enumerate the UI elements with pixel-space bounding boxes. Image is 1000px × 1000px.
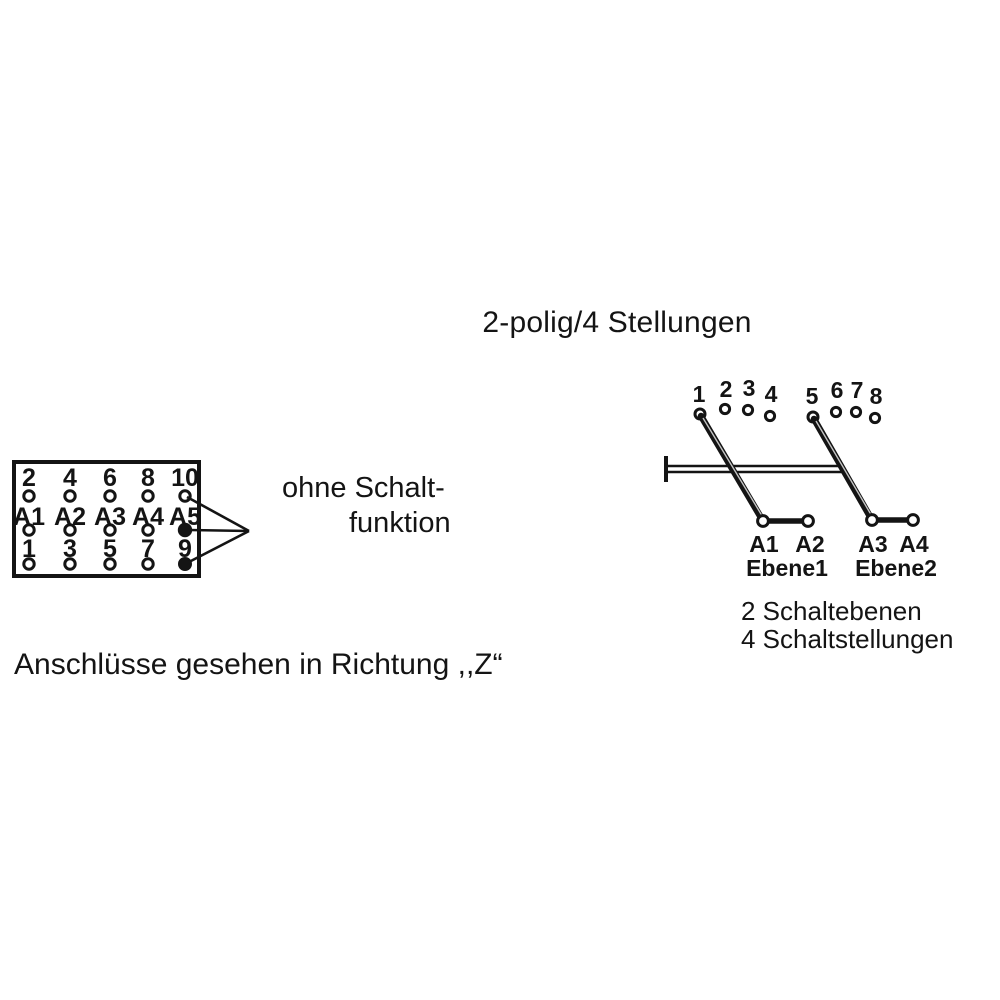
pin-hole-3 [741, 403, 755, 417]
terminal-hole-4 [63, 489, 77, 503]
contact-label-a1: A1 [749, 531, 779, 557]
terminal-hole-3 [63, 557, 77, 571]
terminal-label-2: 2 [22, 464, 36, 492]
terminal-row-middle [22, 522, 193, 538]
no-switch-function-label-line2: funktion [349, 507, 451, 539]
terminal-row-top [22, 489, 192, 503]
terminal-hole-a3 [103, 523, 117, 537]
terminal-hole-9-filled [178, 557, 192, 571]
summary-line-2: 4 Schaltstellungen [741, 624, 954, 654]
blade-arm-level-1 [697, 412, 767, 525]
contact-hole-a2 [801, 514, 815, 528]
contact-hole-a3 [865, 513, 879, 527]
blade-arm-level-1-highlight [702, 417, 765, 520]
terminal-hole-8 [141, 489, 155, 503]
terminal-hole-5 [103, 557, 117, 571]
terminal-label-a5: A5 [169, 503, 201, 531]
blade-arm-level-2 [810, 415, 876, 524]
pin-hole-4 [763, 409, 777, 423]
connector-line-top [186, 495, 250, 533]
contact-hole-a1 [756, 514, 770, 528]
terminal-label-7: 7 [141, 535, 155, 563]
terminal-label-a1: A1 [13, 503, 45, 531]
terminal-box-outline [12, 460, 201, 578]
terminal-hole-7 [141, 557, 155, 571]
terminal-label-8: 8 [141, 464, 155, 492]
page-title: 2-polig/4 Stellungen [482, 306, 752, 339]
terminal-hole-a1 [22, 523, 36, 537]
switch-blade-level-1 [697, 412, 815, 528]
no-switch-function-label-line1: ohne Schalt- [282, 472, 445, 504]
terminal-hole-10 [178, 489, 192, 503]
terminal-label-5: 5 [103, 535, 117, 563]
terminal-label-9: 9 [178, 535, 192, 563]
contact-label-a4: A4 [899, 531, 929, 557]
pin-hole-2 [718, 402, 732, 416]
pin-hole-8 [868, 411, 882, 425]
contact-label-a2: A2 [795, 531, 825, 557]
pin-hole-6 [829, 405, 843, 419]
terminal-label-3: 3 [63, 535, 77, 563]
contact-label-a3: A3 [858, 531, 888, 557]
switch-shaft [664, 456, 843, 482]
level-label-1: Ebene1 [746, 555, 828, 581]
terminal-hole-a4 [141, 523, 155, 537]
terminal-label-6: 6 [103, 464, 117, 492]
pin-label-3: 3 [742, 375, 756, 401]
terminal-label-1: 1 [22, 535, 36, 563]
pin-label-6: 6 [830, 377, 844, 403]
terminal-label-a4: A4 [132, 503, 164, 531]
switch-blade-level-2 [810, 415, 920, 527]
pin-label-2: 2 [719, 376, 733, 402]
pin-holes-group-2 [806, 405, 882, 425]
view-direction-note: Anschlüsse gesehen in Richtung ,,Z“ [14, 648, 503, 681]
contact-hole-a4 [906, 513, 920, 527]
terminal-hole-a2 [63, 523, 77, 537]
terminal-label-4: 4 [63, 464, 77, 492]
summary-line-1: 2 Schaltebenen [741, 596, 922, 626]
terminal-hole-2 [22, 489, 36, 503]
connector-line-middle [188, 528, 250, 533]
terminal-label-a3: A3 [94, 503, 126, 531]
terminal-hole-6 [103, 489, 117, 503]
blade-arm-level-2-highlight [815, 420, 874, 519]
pin-label-1: 1 [692, 381, 706, 407]
level-label-2: Ebene2 [855, 555, 937, 581]
terminal-connector-lines [186, 495, 250, 565]
pin-label-4: 4 [764, 381, 778, 407]
pin-label-8: 8 [869, 383, 883, 409]
pin-hole-7 [849, 405, 863, 419]
terminal-label-10: 10 [171, 464, 199, 492]
pin-label-5: 5 [805, 383, 819, 409]
pin-label-7: 7 [850, 377, 864, 403]
terminal-row-bottom [22, 557, 192, 571]
terminal-label-a2: A2 [54, 503, 86, 531]
pin-holes-group-1 [693, 402, 777, 423]
connector-line-bottom [186, 529, 250, 565]
terminal-hole-1 [22, 557, 36, 571]
